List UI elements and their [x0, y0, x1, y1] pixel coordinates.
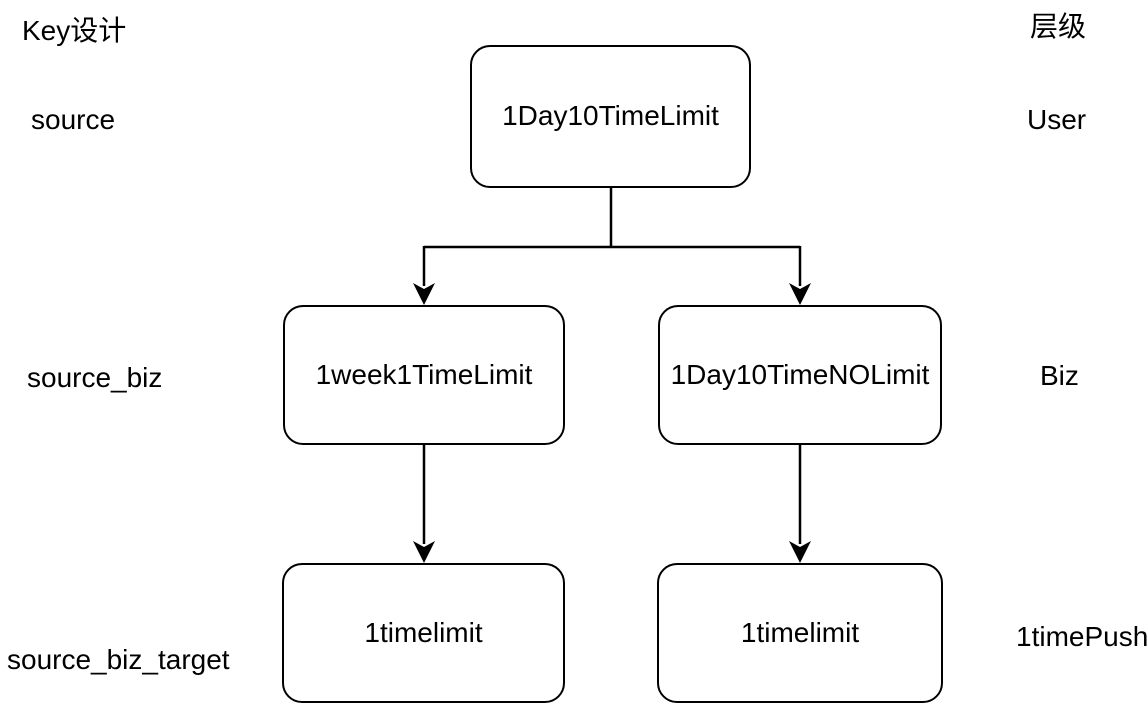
- row-label-source-biz-target: source_biz_target: [7, 644, 230, 675]
- node-child-left: 1week1TimeLimit: [283, 305, 565, 445]
- left-column-header: Key设计: [22, 15, 127, 46]
- node-root: 1Day10TimeLimit: [470, 45, 751, 188]
- row-label-source: source: [31, 104, 116, 135]
- node-child-left-label: 1week1TimeLimit: [315, 358, 533, 390]
- node-root-label: 1Day10TimeLimit: [502, 100, 719, 132]
- row-label-1timepush: 1timePush: [1016, 621, 1148, 652]
- row-label-source-biz: source_biz: [27, 362, 163, 393]
- node-child-right-label: 1Day10TimeNOLimit: [670, 358, 930, 390]
- node-leaf-left: 1timelimit: [282, 563, 565, 703]
- node-leaf-left-label: 1timelimit: [364, 616, 483, 648]
- node-leaf-right: 1timelimit: [657, 563, 943, 703]
- node-child-right: 1Day10TimeNOLimit: [658, 305, 942, 445]
- row-label-biz: Biz: [1040, 360, 1079, 391]
- right-column-header: 层级: [1030, 11, 1087, 42]
- node-leaf-right-label: 1timelimit: [740, 616, 860, 648]
- row-label-user: User: [1027, 104, 1087, 135]
